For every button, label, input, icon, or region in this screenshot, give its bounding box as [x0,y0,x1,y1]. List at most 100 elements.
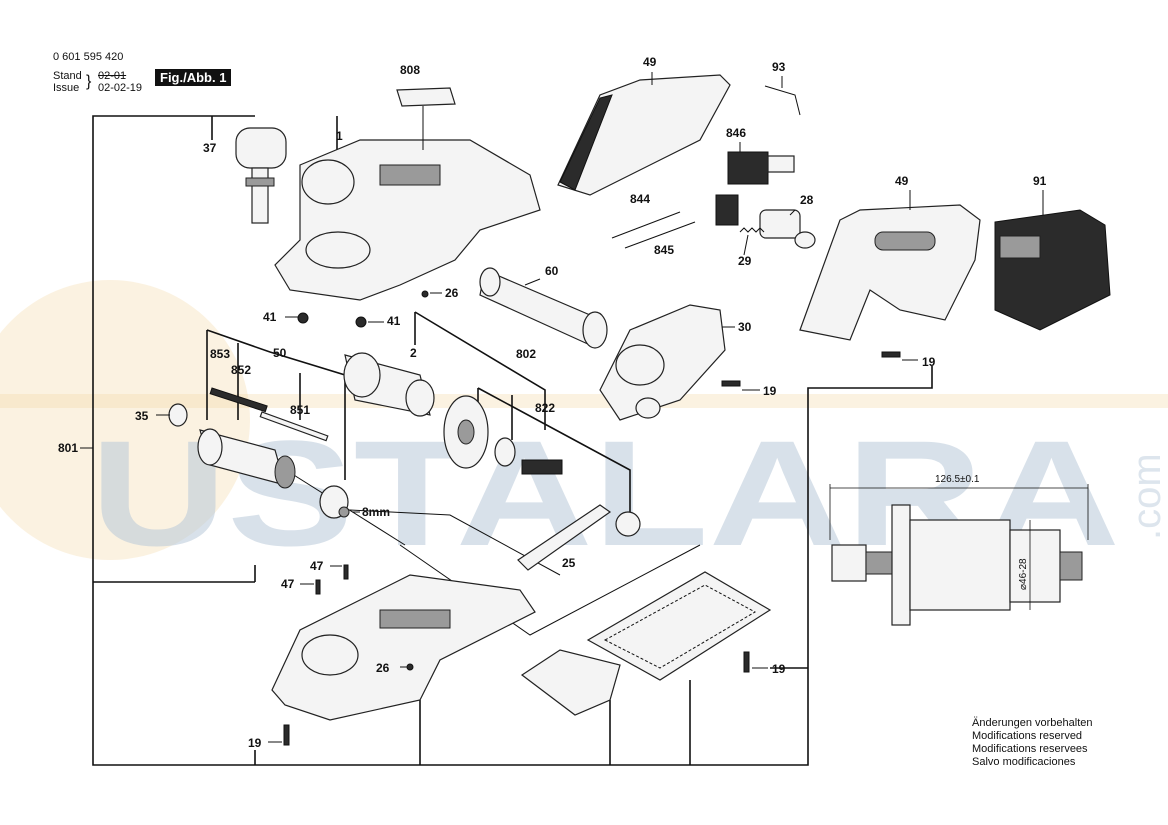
belt-cover-port [615,344,665,386]
battery-latch [999,235,1041,259]
lead-822b [477,387,631,512]
base-rib [379,609,451,629]
callout-822: 822 [535,401,555,415]
part-50-drum [197,428,296,489]
figure-label: Fig./Abb. 1 [155,69,232,86]
part-fan [443,395,489,469]
knob-collar [245,177,275,187]
dim-length-label: 126.5±0.1 [935,474,980,485]
part-801-base [271,574,536,721]
part-822-bearings [494,437,641,537]
part-49-handle [799,204,981,341]
lead-29 [743,234,749,256]
callout-25: 25 [562,556,576,570]
callout-28: 28 [800,193,814,207]
motor-rear-shaft [1059,551,1083,581]
lead-plate [399,544,701,636]
top-cover-edge [559,94,613,191]
callout-47-bottom: 47 [281,577,295,591]
part-844-845-cables [611,211,696,249]
drive-belt [517,504,612,571]
callout-844: 844 [630,192,650,206]
part-30-belt-cover [599,304,726,421]
callout-846: 846 [726,126,746,140]
callout-19-cover: 19 [763,384,777,398]
handle-grip [874,231,936,251]
cover-plate [520,649,621,716]
note-fr: Modifications reservees [972,743,1088,755]
part-28-brush [759,209,816,249]
frame-outline [92,115,933,766]
part-plate [520,649,621,716]
part-853-851-blades [209,387,329,442]
part-37-knob [235,127,287,224]
lead-60 [524,278,541,286]
callout-47-top: 47 [310,559,324,573]
callout-93: 93 [772,60,786,74]
callout-leaders [80,72,1044,743]
housing-chip-outlet [305,231,371,269]
callout-30: 30 [738,320,752,334]
base-housing [271,574,536,721]
screw-19a [881,351,901,358]
tube-end-b [582,311,608,349]
motor-fan-profile [891,504,911,626]
lead-28 [789,209,796,216]
motor-end-a [343,352,381,398]
issue-brace: } [86,73,92,90]
callout-49-handle: 49 [895,174,909,188]
note-en: Modifications reserved [972,730,1083,742]
lead-25 [349,509,561,576]
callout-19-handle: 19 [922,355,936,369]
brush-end [794,231,816,249]
screw-19d [283,724,290,746]
part-808-label [396,87,456,150]
pulley-b [615,511,641,537]
part-91-battery [994,209,1111,331]
part-846-switch [715,151,795,226]
callout-808: 808 [400,63,420,77]
base-port [301,634,359,676]
callout-41-left: 41 [263,310,277,324]
callout-2: 2 [410,346,417,360]
part-1-housing [274,139,541,301]
callout-91: 91 [1033,174,1047,188]
callout-37: 37 [203,141,217,155]
switch-lever [715,194,739,226]
callout-50: 50 [273,346,287,360]
screws [283,290,901,746]
part-2-motor [343,352,435,417]
tube-end-a [479,267,501,297]
sole-grid [603,584,757,669]
battery-pack [994,209,1111,331]
part-60-tube [479,267,608,349]
screw-47b [315,579,321,595]
callout-853: 853 [210,347,230,361]
callout-26-top: 26 [445,286,459,300]
fan-hub [457,419,475,445]
stand-label: Stand [53,70,82,82]
pulley-8mm-hub [338,506,350,518]
old-date: 02-01 [98,70,127,82]
callout-802: 802 [516,347,536,361]
note-de: Änderungen vorbehalten [972,717,1093,729]
part-25-belt [517,504,612,571]
callout-8mm: 8mm [362,505,390,519]
callout-60: 60 [545,264,559,278]
screw-19b [721,380,741,387]
callout-1: 1 [336,129,343,143]
callout-41-right: 41 [387,314,401,328]
part-pulley-8mm [319,485,350,519]
drum-end-b [274,455,296,489]
belt-cover-hub [635,397,661,419]
screw-26b [406,663,414,671]
label-808 [396,87,456,107]
cable-845 [624,221,696,249]
modification-notes: Änderungen vorbehalten Modifications res… [972,717,1092,769]
screw-19c [743,651,750,673]
part-29-spring [739,227,765,233]
screw-26a [421,290,429,298]
part-93-hexkey [764,85,801,116]
callout-801: 801 [58,441,78,455]
